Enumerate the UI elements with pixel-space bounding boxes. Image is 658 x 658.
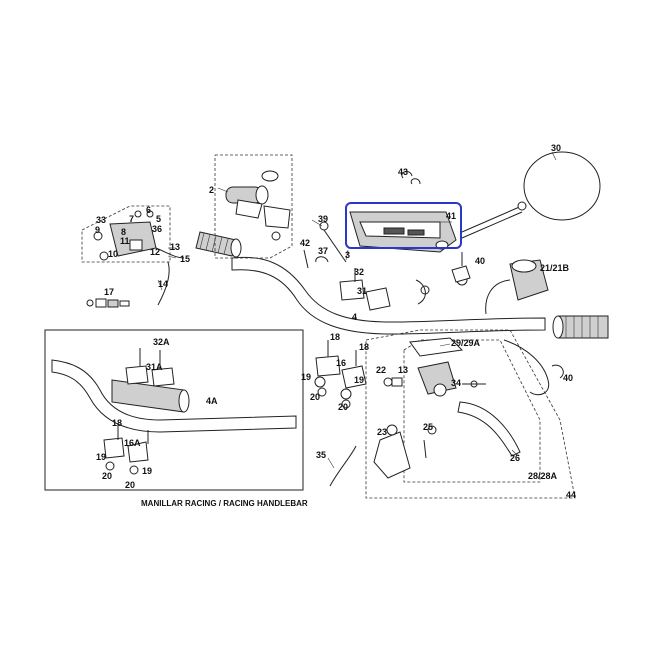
label-39: 39 (318, 214, 328, 224)
small-clips (303, 171, 430, 305)
label-5: 5 (156, 214, 161, 224)
label-44: 44 (566, 490, 576, 500)
label-17: 17 (104, 287, 114, 297)
label-9: 9 (95, 225, 100, 235)
leader-lines (157, 151, 557, 469)
label-18c: 18 (112, 418, 122, 428)
label-40a: 40 (475, 256, 485, 266)
part-labels: 2 3 4 4A 5 6 7 8 9 10 11 12 13 14 15 16 … (95, 143, 576, 500)
wiring (503, 339, 550, 396)
label-42: 42 (300, 238, 310, 248)
highlight-box-41 (345, 202, 462, 249)
cable-35 (329, 445, 357, 487)
left-grip (195, 231, 242, 258)
label-13: 13 (170, 242, 180, 252)
label-41: 41 (446, 211, 456, 221)
label-18a: 18 (330, 332, 340, 342)
label-37: 37 (318, 246, 328, 256)
label-11: 11 (120, 236, 130, 246)
center-clamp-upper (339, 268, 391, 311)
lower-clamps (314, 340, 367, 409)
label-23: 23 (377, 427, 387, 437)
throttle-group-box (214, 154, 293, 259)
label-12: 12 (150, 247, 160, 257)
label-31b: 31A (146, 362, 163, 372)
label-16a: 16A (124, 438, 141, 448)
lever-assembly (383, 337, 521, 459)
label-26: 26 (510, 453, 520, 463)
label-25: 25 (423, 422, 433, 432)
label-2: 2 (209, 185, 214, 195)
label-43: 43 (398, 167, 408, 177)
label-32a: 32 (354, 267, 364, 277)
label-36: 36 (152, 224, 162, 234)
label-13b: 13 (398, 365, 408, 375)
label-14: 14 (158, 279, 168, 289)
label-16: 16 (336, 358, 346, 368)
mirror (461, 151, 601, 239)
label-4: 4 (352, 312, 357, 322)
label-20c: 20 (102, 471, 112, 481)
label-19b: 19 (354, 375, 364, 385)
lever-group-box (365, 329, 576, 499)
label-21: 21/21B (540, 263, 570, 273)
label-20a: 20 (310, 392, 320, 402)
label-15: 15 (180, 254, 190, 264)
label-10: 10 (108, 249, 118, 259)
label-18b: 18 (359, 342, 369, 352)
label-31a: 31 (357, 286, 367, 296)
main-handlebar (231, 256, 546, 335)
racing-handlebar-inset (44, 329, 304, 491)
label-34: 34 (451, 378, 461, 388)
right-grip (552, 315, 609, 339)
label-22: 22 (376, 365, 386, 375)
label-7: 7 (129, 214, 134, 224)
label-33: 33 (96, 215, 106, 225)
label-8: 8 (121, 227, 126, 237)
label-35: 35 (316, 450, 326, 460)
label-19c: 19 (96, 452, 106, 462)
label-20d: 20 (125, 480, 135, 490)
clip-40 (551, 364, 564, 379)
label-32b: 32A (153, 337, 170, 347)
lever-bracket (373, 424, 411, 479)
inset-racing-bar (51, 348, 297, 475)
label-3: 3 (345, 250, 350, 260)
label-28: 28/28A (528, 471, 558, 481)
label-20b: 20 (338, 402, 348, 412)
throttle-housing (225, 170, 291, 241)
part-17-hardware (86, 298, 130, 308)
label-40b: 40 (563, 373, 573, 383)
right-switch-housing (451, 252, 549, 315)
switch-group-box (81, 205, 171, 263)
left-switch-assembly (93, 210, 185, 306)
label-4a: 4A (206, 396, 218, 406)
label-29: 29/29A (451, 338, 481, 348)
label-19d: 19 (142, 466, 152, 476)
diagram-caption: MANILLAR RACING / RACING HANDLEBAR (141, 499, 308, 508)
label-30: 30 (551, 143, 561, 153)
lever-subgroup-box (403, 339, 541, 483)
handlebar-pad (349, 211, 457, 253)
label-6: 6 (146, 205, 151, 215)
label-19a: 19 (301, 372, 311, 382)
